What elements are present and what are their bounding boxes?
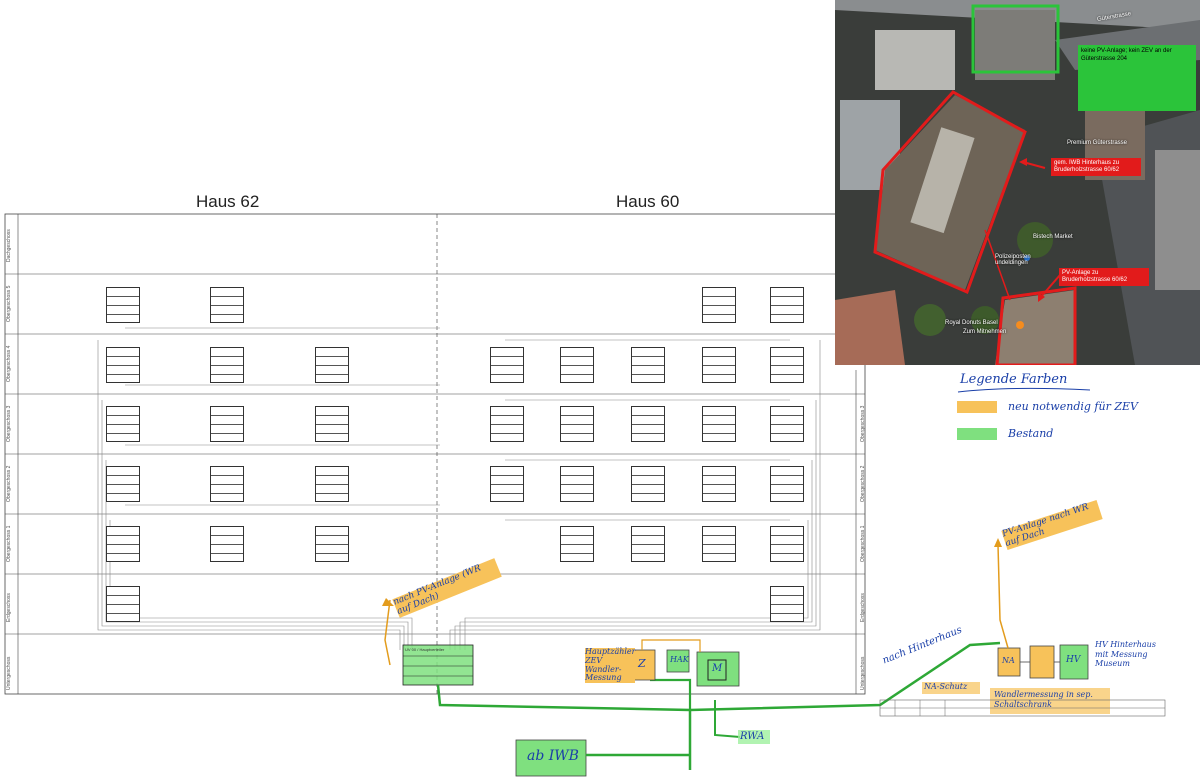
meter-box — [106, 466, 140, 502]
meter-box — [631, 526, 665, 562]
meter-box — [210, 347, 244, 383]
hv-hinterhaus-note: HV Hinterhaus mit Messung Museum — [1095, 640, 1156, 669]
ug-panel-label: UV 00 / Hauptverteiler — [405, 647, 445, 652]
z-label: Z — [638, 657, 646, 670]
riser-diagram — [4, 213, 866, 695]
map-label-donuts: Royal Donuts Basel — [945, 320, 998, 326]
meter-box — [210, 406, 244, 442]
meter-box — [770, 347, 804, 383]
meter-box — [770, 406, 804, 442]
meter-box — [210, 287, 244, 323]
map-callout-red-2: PV-Anlage zu Bruderholzstrasse 60/62 — [1059, 268, 1149, 287]
meter-box — [490, 347, 524, 383]
meter-box — [106, 586, 140, 622]
meter-box — [770, 466, 804, 502]
meter-box — [210, 526, 244, 562]
meter-box — [560, 526, 594, 562]
na-label: NA — [1002, 656, 1015, 665]
meter-box — [106, 526, 140, 562]
meter-box — [631, 466, 665, 502]
meter-box — [315, 466, 349, 502]
house-62-title: Haus 62 — [196, 192, 260, 211]
meter-box — [490, 466, 524, 502]
map-label-premium: Premium Güterstrasse — [1067, 140, 1128, 146]
meter-box — [631, 406, 665, 442]
meter-box — [770, 287, 804, 323]
map-label-market: Bistech Market — [1033, 234, 1073, 240]
na-schutz-label: NA-Schutz — [924, 682, 968, 691]
aerial-map: keine PV-Anlage; kein ZEV an der Güterst… — [835, 0, 1200, 365]
meter-box — [106, 287, 140, 323]
hv-label: HV — [1066, 655, 1081, 665]
meter-box — [315, 406, 349, 442]
meter-box — [210, 466, 244, 502]
legend-title: Legende Farben — [960, 372, 1068, 387]
meter-box — [770, 586, 804, 622]
rwa-label: RWA — [740, 731, 765, 742]
hak-label: HAK — [670, 655, 689, 664]
meter-box — [702, 287, 736, 323]
meter-box — [315, 526, 349, 562]
meter-box — [106, 406, 140, 442]
meter-box — [315, 347, 349, 383]
meter-box — [702, 406, 736, 442]
m-label: M — [712, 663, 723, 674]
wandlermessung-note: Wandlermessung in sep. Schaltschrank — [994, 690, 1093, 709]
meter-box — [560, 406, 594, 442]
map-label-donuts-sub: Zum Mitnehmen — [963, 329, 1007, 335]
hauptzaehler-note: Hauptzähler ZEV Wandler-Messung — [585, 647, 636, 684]
meter-box — [702, 526, 736, 562]
meter-box — [560, 466, 594, 502]
legend-item-neu: neu notwendig für ZEV — [1008, 400, 1138, 413]
ab-iwb-label: ab IWB — [527, 748, 579, 764]
map-callout-green: keine PV-Anlage; kein ZEV an der Güterst… — [1078, 45, 1196, 111]
meter-box — [702, 466, 736, 502]
meter-box — [490, 406, 524, 442]
meter-box — [106, 347, 140, 383]
map-label-polizei: Polizeiposten undeldingen — [995, 254, 1031, 266]
meter-box — [702, 347, 736, 383]
meter-box — [770, 526, 804, 562]
map-callout-red-1: gem. IWB Hinterhaus zu Bruderholzstrasse… — [1051, 158, 1141, 177]
meter-box — [631, 347, 665, 383]
meter-box — [560, 347, 594, 383]
house-60-title: Haus 60 — [616, 192, 680, 211]
legend-item-bestand: Bestand — [1008, 427, 1054, 440]
